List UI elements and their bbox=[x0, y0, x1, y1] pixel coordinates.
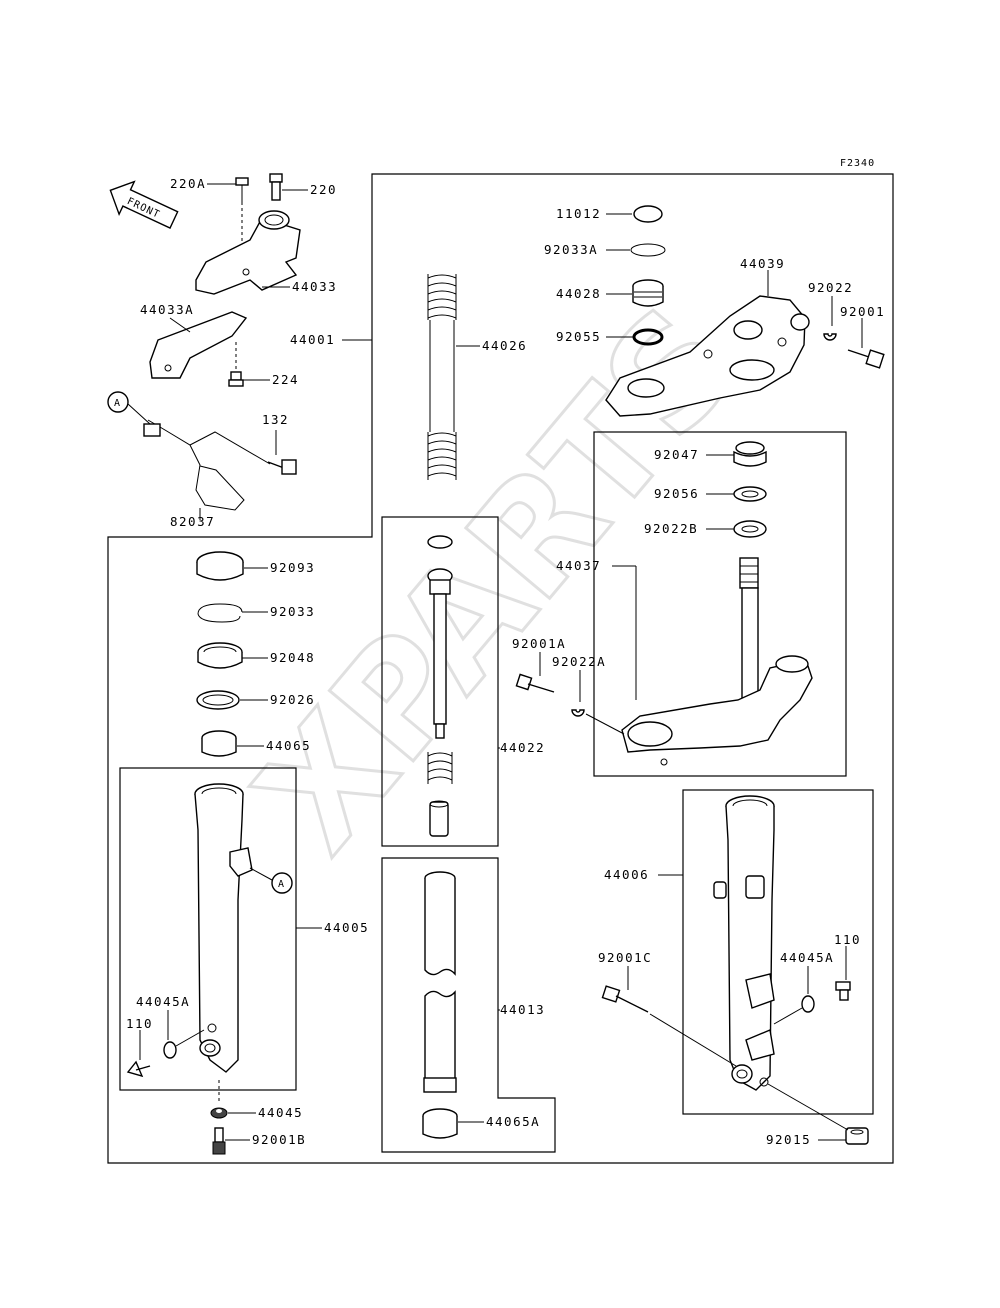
label-220: 220 bbox=[310, 182, 337, 197]
inner-tube-frame-left bbox=[119, 767, 297, 1091]
label-44026: 44026 bbox=[482, 338, 527, 353]
clip-92033-icon bbox=[197, 603, 243, 623]
washer-92022-icon bbox=[823, 333, 837, 341]
label-44039: 44039 bbox=[740, 256, 785, 271]
label-224: 224 bbox=[272, 372, 299, 387]
nut-92015-icon bbox=[845, 1127, 869, 1145]
label-92001B: 92001B bbox=[252, 1132, 306, 1147]
svg-text:A: A bbox=[278, 879, 285, 890]
dust-seal-92093-icon bbox=[196, 551, 244, 581]
spring-44026-icon bbox=[427, 274, 457, 480]
circlip-92033a-icon bbox=[630, 243, 666, 257]
label-92026: 92026 bbox=[270, 692, 315, 707]
label-92001A: 92001A bbox=[512, 636, 566, 651]
bolt-110-left-icon bbox=[126, 1060, 151, 1078]
label-44005: 44005 bbox=[324, 920, 369, 935]
label-82037: 82037 bbox=[170, 514, 215, 529]
washer-92022b-icon bbox=[733, 520, 767, 538]
label-92033A: 92033A bbox=[544, 242, 598, 257]
tube-44013-icon bbox=[423, 871, 457, 1093]
label-44045A-left: 44045A bbox=[136, 994, 190, 1009]
bearing-92047-icon bbox=[733, 441, 767, 467]
screw-220-icon bbox=[269, 173, 283, 201]
label-92022: 92022 bbox=[808, 280, 853, 295]
clamp-82037-icon bbox=[143, 419, 271, 511]
label-44001: 44001 bbox=[290, 332, 335, 347]
bolt-92001-icon bbox=[847, 349, 885, 369]
label-92055: 92055 bbox=[556, 329, 601, 344]
outer-tube-frame-right bbox=[682, 789, 874, 1115]
washer-44045a-left-icon bbox=[163, 1041, 177, 1059]
label-92001C: 92001C bbox=[598, 950, 652, 965]
label-92048: 92048 bbox=[270, 650, 315, 665]
washer-44045a-right-icon bbox=[801, 995, 815, 1013]
upper-bracket-44039-icon bbox=[605, 295, 810, 417]
label-110-left: 110 bbox=[126, 1016, 153, 1031]
label-92047: 92047 bbox=[654, 447, 699, 462]
label-44028: 44028 bbox=[556, 286, 601, 301]
bolt-92001a-icon bbox=[515, 673, 555, 693]
label-11012: 11012 bbox=[556, 206, 601, 221]
label-44033: 44033 bbox=[292, 279, 337, 294]
bolt-110-right-icon bbox=[835, 981, 851, 1001]
label-92033: 92033 bbox=[270, 604, 315, 619]
label-92001: 92001 bbox=[840, 304, 885, 319]
seal-92048-icon bbox=[197, 642, 243, 669]
callout-a-top: A bbox=[107, 391, 151, 425]
stem-frame bbox=[593, 431, 847, 777]
label-92022A: 92022A bbox=[552, 654, 606, 669]
label-92022B: 92022B bbox=[644, 521, 698, 536]
washer-92026-icon bbox=[196, 690, 240, 710]
bolt-132-icon bbox=[267, 459, 297, 475]
bolt-44028-icon bbox=[632, 279, 664, 307]
washer-44045-icon bbox=[210, 1107, 228, 1119]
outer-tube-44005-icon bbox=[194, 783, 253, 1073]
figure-code: F2340 bbox=[840, 158, 875, 169]
label-132: 132 bbox=[262, 412, 289, 427]
outer-tube-44006-icon bbox=[713, 795, 775, 1091]
label-44065: 44065 bbox=[266, 738, 311, 753]
label-44045A-right: 44045A bbox=[780, 950, 834, 965]
damper-44022-icon bbox=[427, 535, 453, 837]
cap-11012-icon bbox=[633, 205, 663, 223]
svg-text:A: A bbox=[114, 398, 121, 409]
label-110-right: 110 bbox=[834, 932, 861, 947]
bushing-44065a-icon bbox=[422, 1108, 458, 1139]
label-44006: 44006 bbox=[604, 867, 649, 882]
label-44045: 44045 bbox=[258, 1105, 303, 1120]
bolt-92001b-icon bbox=[212, 1127, 226, 1155]
seal-92056-icon bbox=[733, 486, 767, 502]
damper-frame bbox=[381, 516, 499, 847]
main-assembly-frame bbox=[107, 173, 894, 1164]
label-220A: 220A bbox=[170, 176, 206, 191]
washer-92022a-icon bbox=[571, 709, 585, 717]
label-44065A: 44065A bbox=[486, 1114, 540, 1129]
label-92056: 92056 bbox=[654, 486, 699, 501]
screw-220a-icon bbox=[235, 177, 249, 245]
label-44013: 44013 bbox=[500, 1002, 545, 1017]
callout-a-bottom: A bbox=[249, 867, 293, 894]
label-44037: 44037 bbox=[556, 558, 601, 573]
bolt-92001c-icon bbox=[601, 985, 649, 1013]
label-92093: 92093 bbox=[270, 560, 315, 575]
label-92015: 92015 bbox=[766, 1132, 811, 1147]
bracket-44033a-icon bbox=[149, 311, 248, 379]
bushing-44065-icon bbox=[201, 730, 237, 757]
stem-44037-icon bbox=[621, 557, 813, 766]
bolt-224-icon bbox=[228, 342, 244, 387]
label-44033A: 44033A bbox=[140, 302, 194, 317]
label-44022: 44022 bbox=[500, 740, 545, 755]
tube-frame-center bbox=[381, 857, 556, 1153]
oring-92055-icon bbox=[632, 328, 664, 346]
cover-44033-icon bbox=[195, 210, 301, 295]
